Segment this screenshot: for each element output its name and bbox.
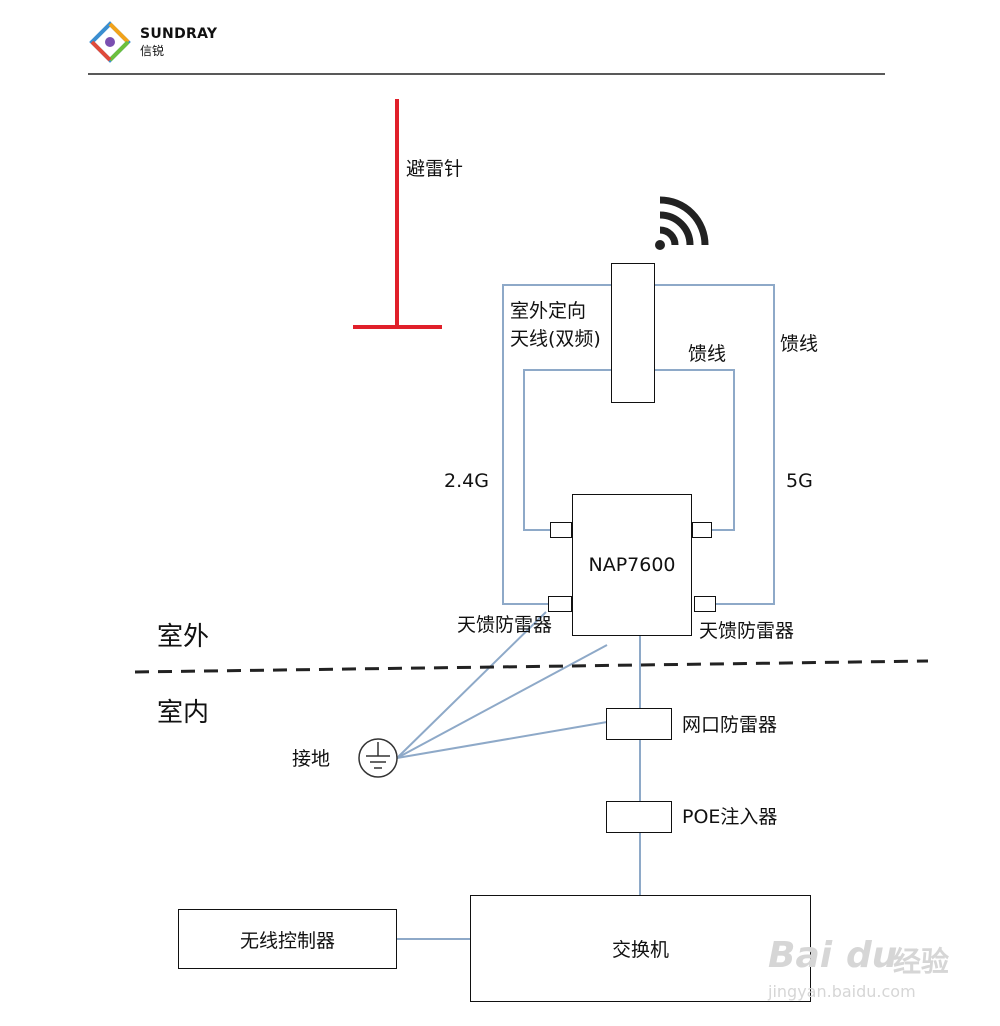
watermark-url: jingyan.baidu.com [768,982,916,1001]
feeder-cable-inner-left [523,369,611,531]
antenna-label-line1: 室外定向 [510,300,587,322]
feeder-cable-outer-left [502,284,611,605]
switch-box: 交换机 [470,895,811,1002]
wireless-controller-box: 无线控制器 [178,909,397,969]
ap-model-label: NAP7600 [588,554,676,576]
antenna-label-line2: 天线(双频) [510,328,601,350]
network-arrester-box [606,708,672,740]
brand-name: SUNDRAY [140,26,218,42]
watermark-cn: 经验 [893,945,950,978]
band-5g-label: 5G [786,470,813,492]
ap-port-5g [692,522,712,538]
watermark-brand2: du [846,935,898,976]
wireless-controller-label: 无线控制器 [239,929,335,952]
feeder-arrester-right-label: 天馈防雷器 [699,620,795,642]
wifi-signal-icon [655,196,709,250]
outdoor-indoor-boundary [134,659,929,674]
ap-port-24g [550,522,572,538]
ap-nap7600: NAP7600 [572,494,692,636]
poe-injector-box [606,801,672,833]
switch-label: 交换机 [611,939,669,961]
feeder-arrester-right-box [694,596,716,612]
feeder-label-outer: 馈线 [780,333,819,355]
band-24g-label: 2.4G [444,470,489,492]
ground-wire-1 [396,611,547,759]
zone-indoor-label: 室内 [157,698,210,728]
ground-symbol-icon [358,738,398,778]
feeder-cable-outer-right [654,284,775,605]
feeder-arrester-left-box [548,596,572,612]
outdoor-antenna [611,263,655,403]
ground-wire-2 [396,644,608,759]
poe-injector-label: POE注入器 [682,806,778,828]
ground-label: 接地 [292,748,331,770]
ground-wire-3 [396,721,608,759]
logo-mark-icon [89,21,131,63]
network-arrester-label: 网口防雷器 [682,714,778,736]
feeder-cable-inner-right [654,369,735,531]
brand-sub: 信锐 [140,44,165,58]
feeder-arrester-left-label: 天馈防雷器 [457,614,553,636]
feeder-label-inner: 馈线 [688,343,727,365]
watermark-brand: Bai [768,935,833,976]
lightning-rod-label: 避雷针 [406,158,464,180]
zone-outdoor-label: 室外 [157,622,210,652]
